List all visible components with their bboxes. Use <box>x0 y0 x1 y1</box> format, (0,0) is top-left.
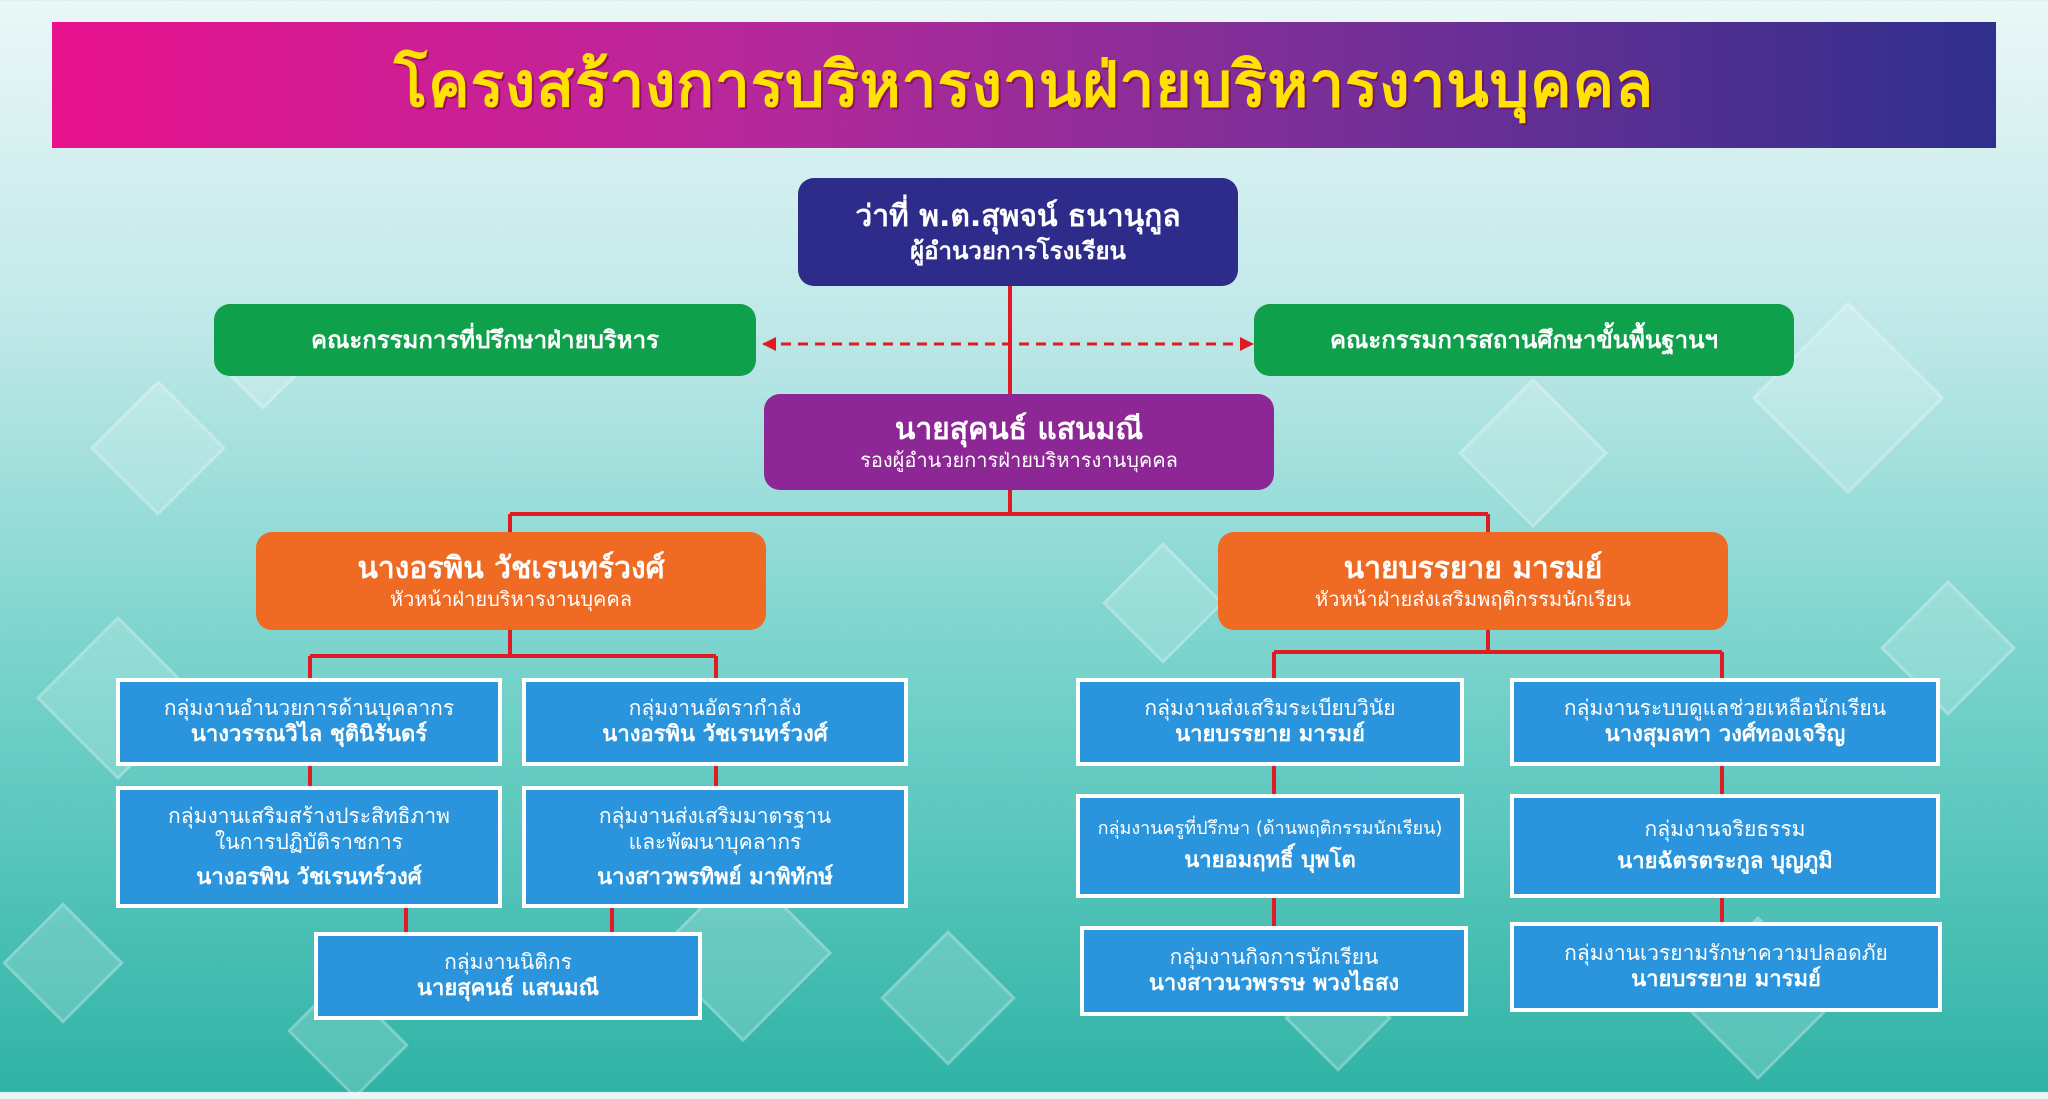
group-efficiency-box: กลุ่มงานเสริมสร้างประสิทธิภาพ ในการปฏิบั… <box>116 786 502 908</box>
group-standards-person: นางสาวพรทิพย์ มาพิทักษ์ <box>597 864 833 890</box>
personnel-head-box: นางอรพิน วัชเรนทร์วงศ์ หัวหน้าฝ่ายบริหาร… <box>256 532 766 630</box>
deputy-director-position: รองผู้อำนวยการฝ่ายบริหารงานบุคคล <box>860 448 1178 473</box>
student-affairs-head-name: นายบรรยาย มารมย์ <box>1343 550 1603 586</box>
page-title: โครงสร้างการบริหารงานฝ่ายบริหารงานบุคคล <box>393 48 1655 121</box>
group-efficiency-person: นางอรพิน วัชเรนทร์วงศ์ <box>196 864 422 890</box>
student-affairs-head-position: หัวหน้าฝ่ายส่งเสริมพฤติกรรมนักเรียน <box>1315 587 1631 612</box>
personnel-head-position: หัวหน้าฝ่ายบริหารงานบุคคล <box>389 587 633 612</box>
director-name: ว่าที่ พ.ต.สุพจน์ ธนานุกูล <box>855 199 1181 235</box>
group-ethics-title: กลุ่มงานจริยธรรม <box>1644 817 1806 842</box>
group-legal-box: กลุ่มงานนิติกร นายสุคนธ์ แสนมณี <box>314 932 702 1020</box>
group-standards-title-line1: กลุ่มงานส่งเสริมมาตรฐาน <box>598 804 832 828</box>
director-box: ว่าที่ พ.ต.สุพจน์ ธนานุกูล ผู้อำนวยการโร… <box>798 178 1238 286</box>
director-position: ผู้อำนวยการโรงเรียน <box>910 236 1126 265</box>
group-activities-title: กลุ่มงานกิจการนักเรียน <box>1169 945 1379 970</box>
group-safety-title: กลุ่มงานเวรยามรักษาความปลอดภัย <box>1564 941 1888 966</box>
group-discipline-box: กลุ่มงานส่งเสริมระเบียบวินัย นายบรรยาย ม… <box>1076 678 1464 766</box>
group-standards-box: กลุ่มงานส่งเสริมมาตรฐาน และพัฒนาบุคลากร … <box>522 786 908 908</box>
advisory-committee-box: คณะกรรมการที่ปรึกษาฝ่ายบริหาร <box>214 304 756 376</box>
school-board-box: คณะกรรมการสถานศึกษาขั้นพื้นฐานฯ <box>1254 304 1794 376</box>
group-standards-title-line2: และพัฒนาบุคลากร <box>628 830 802 855</box>
student-affairs-head-box: นายบรรยาย มารมย์ หัวหน้าฝ่ายส่งเสริมพฤติ… <box>1218 532 1728 630</box>
group-activities-person: นางสาวนวพรรษ พวงไธสง <box>1148 971 1400 997</box>
group-support-person: นางสุมลทา วงศ์ทองเจริญ <box>1604 722 1846 748</box>
group-legal-person: นายสุคนธ์ แสนมณี <box>416 976 600 1002</box>
deputy-director-box: นายสุคนธ์ แสนมณี รองผู้อำนวยการฝ่ายบริหา… <box>764 394 1274 490</box>
personnel-head-name: นางอรพิน วัชเรนทร์วงศ์ <box>357 550 665 586</box>
group-manpower-box: กลุ่มงานอัตรากำลัง นางอรพิน วัชเรนทร์วงศ… <box>522 678 908 766</box>
group-safety-box: กลุ่มงานเวรยามรักษาความปลอดภัย นายบรรยาย… <box>1510 922 1942 1012</box>
group-ethics-box: กลุ่มงานจริยธรรม นายฉัตรตระกูล บุญภูมิ <box>1510 794 1940 898</box>
group-advisor-person: นายอมฤทธิ์ บุพโต <box>1184 847 1356 873</box>
title-banner: โครงสร้างการบริหารงานฝ่ายบริหารงานบุคคล <box>52 22 1996 148</box>
school-board-label: คณะกรรมการสถานศึกษาขั้นพื้นฐานฯ <box>1329 326 1718 354</box>
group-support-box: กลุ่มงานระบบดูแลช่วยเหลือนักเรียน นางสุม… <box>1510 678 1940 766</box>
group-discipline-person: นายบรรยาย มารมย์ <box>1175 722 1365 748</box>
deputy-director-name: นายสุคนธ์ แสนมณี <box>894 411 1144 447</box>
group-discipline-title: กลุ่มงานส่งเสริมระเบียบวินัย <box>1144 696 1396 721</box>
group-advisor-title: กลุ่มงานครูที่ปรึกษา (ด้านพฤติกรรมนักเรี… <box>1097 818 1443 839</box>
group-ethics-person: นายฉัตรตระกูล บุญภูมิ <box>1617 849 1833 875</box>
group-support-title: กลุ่มงานระบบดูแลช่วยเหลือนักเรียน <box>1563 696 1887 721</box>
group-efficiency-title-line1: กลุ่มงานเสริมสร้างประสิทธิภาพ <box>168 804 450 828</box>
group-admin-box: กลุ่มงานอำนวยการด้านบุคลากร นางวรรณวิไล … <box>116 678 502 766</box>
advisory-committee-label: คณะกรรมการที่ปรึกษาฝ่ายบริหาร <box>311 326 659 354</box>
group-legal-title: กลุ่มงานนิติกร <box>444 950 572 975</box>
group-efficiency-title-line2: ในการปฏิบัติราชการ <box>215 830 403 855</box>
group-manpower-person: นางอรพิน วัชเรนทร์วงศ์ <box>602 722 828 748</box>
group-admin-title: กลุ่มงานอำนวยการด้านบุคลากร <box>163 696 455 721</box>
group-manpower-title: กลุ่มงานอัตรากำลัง <box>628 696 802 721</box>
group-activities-box: กลุ่มงานกิจการนักเรียน นางสาวนวพรรษ พวงไ… <box>1080 926 1468 1016</box>
group-safety-person: นายบรรยาย มารมย์ <box>1631 967 1821 993</box>
group-admin-person: นางวรรณวิไล ชุตินิรันดร์ <box>190 722 428 748</box>
group-advisor-box: กลุ่มงานครูที่ปรึกษา (ด้านพฤติกรรมนักเรี… <box>1076 794 1464 898</box>
